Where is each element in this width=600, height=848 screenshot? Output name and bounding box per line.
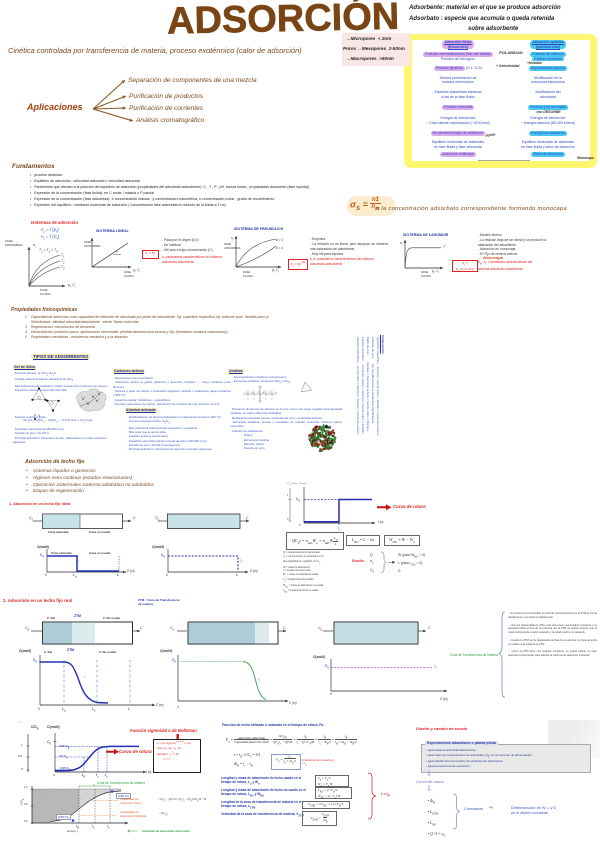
svg-text:O: O <box>253 391 255 393</box>
svg-text:Si: Si <box>275 392 277 394</box>
svg-text:Al: Al <box>263 391 265 394</box>
svg-text:O: O <box>265 399 267 401</box>
svg-text:O: O <box>269 392 271 394</box>
svg-text:O: O <box>257 392 259 394</box>
svg-text:O: O <box>265 391 267 393</box>
svg-text:O: O <box>259 391 261 393</box>
svg-text:O: O <box>38 419 40 422</box>
svg-text:O: O <box>271 399 273 401</box>
svg-text:O: O <box>245 392 247 394</box>
svg-text:Si: Si <box>38 415 41 418</box>
svg-text:k: k <box>116 250 118 254</box>
svg-text:Si: Si <box>251 392 253 394</box>
svg-text:O: O <box>271 391 273 393</box>
svg-text:O: O <box>247 391 249 393</box>
svg-text:O: O <box>253 399 255 401</box>
svg-text:O: O <box>259 399 261 401</box>
svg-text:O: O <box>247 399 249 401</box>
